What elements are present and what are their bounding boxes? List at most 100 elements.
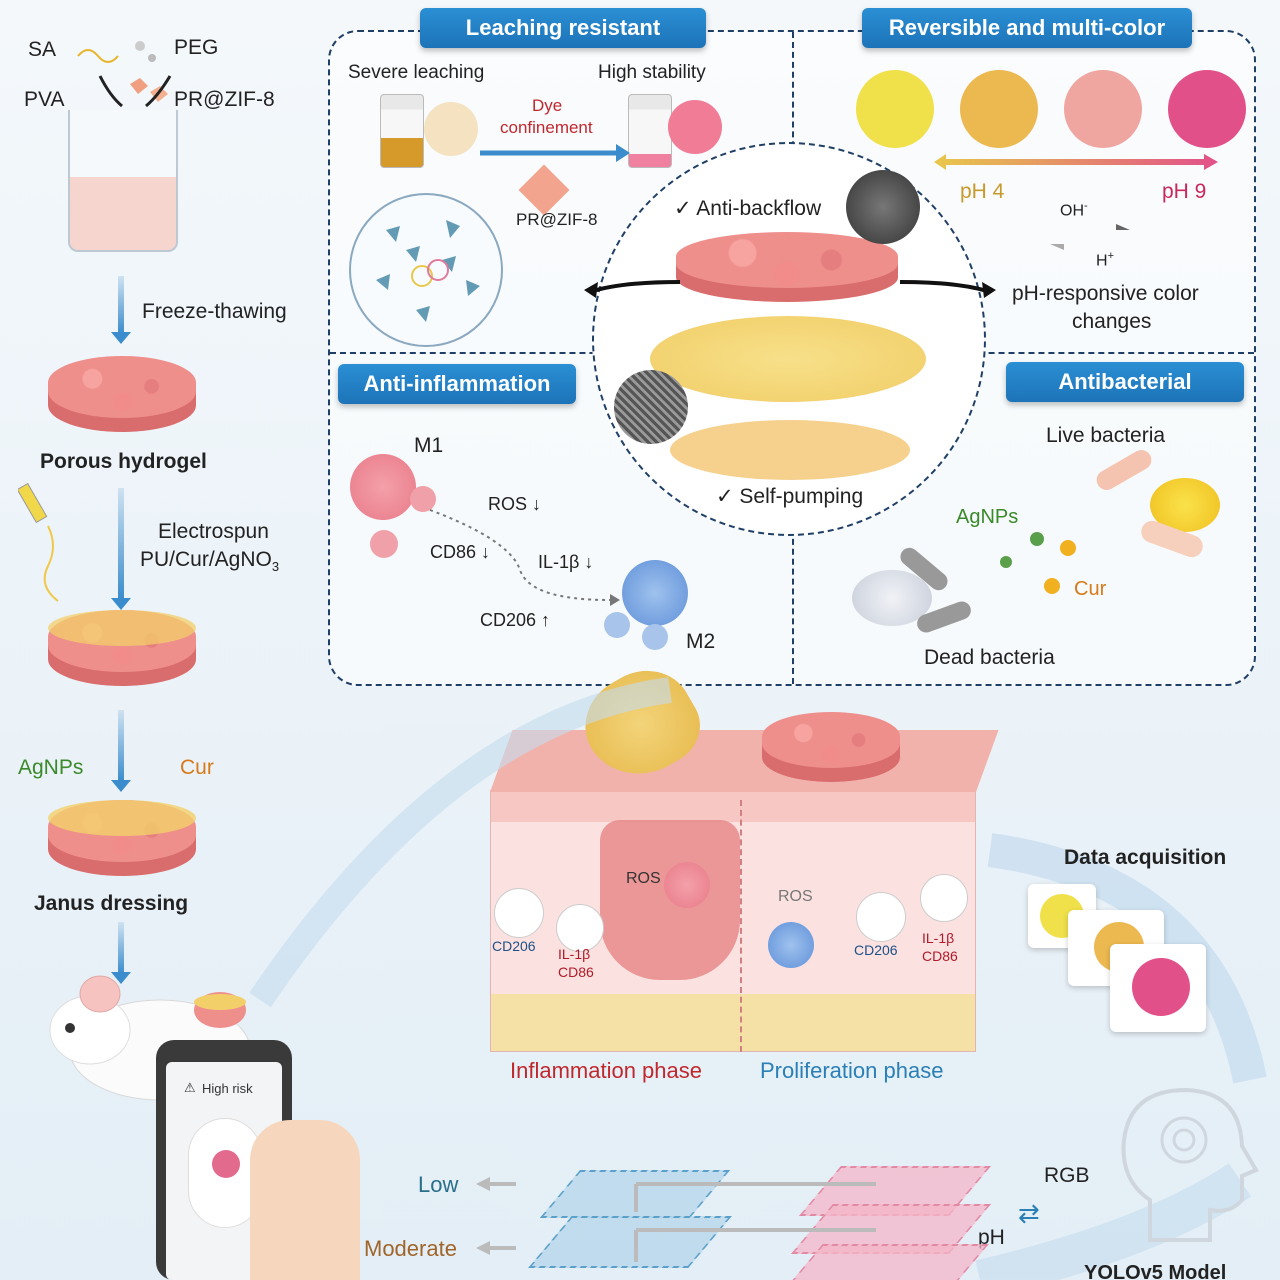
step-pu-cur-agno3: PU/Cur/AgNO3 (140, 548, 279, 574)
label-h: H+ (1096, 250, 1114, 270)
label-pr-zif8: PR@ZIF-8 (516, 210, 598, 229)
ingredient-particles (77, 41, 172, 108)
right-scale-pan-il1b (920, 874, 968, 922)
dotted-path-arrow-icon (429, 509, 620, 606)
label-cur-antibacterial: Cur (1074, 578, 1107, 600)
ph-gradient-arrow-icon (934, 154, 1218, 170)
label-dead-bacteria: Dead bacteria (924, 646, 1055, 669)
risk-level-moderate: Moderate (364, 1236, 457, 1261)
color-disc-ph8 (1064, 70, 1142, 148)
h-text: H (1096, 252, 1108, 270)
skin-left-cd86: CD86 (558, 964, 594, 980)
m2-small-cell-icon (604, 612, 630, 638)
cd86-text: CD86 (430, 542, 477, 562)
ingredient-pva: PVA (24, 88, 65, 111)
left-scale-pan-cd206 (494, 888, 544, 938)
center-fiber-layer (650, 316, 926, 402)
m2-small-cell-icon (642, 624, 668, 650)
ingredient-sa: SA (28, 38, 57, 61)
cycle-arrows-icon: ⇄ (1018, 1198, 1040, 1228)
label-ph-responsive: pH-responsive color (1012, 282, 1199, 305)
step-subscript: 3 (271, 559, 280, 575)
arrow-right-icon (480, 144, 630, 162)
skin-label-ros-left: ROS (626, 870, 661, 887)
label-agnps-antibacterial: AgNPs (956, 506, 1019, 528)
m1-small-cell-icon (370, 530, 398, 558)
arrow-down-icon (111, 922, 131, 984)
agnp-particle-icon (1030, 532, 1044, 546)
label-il1b-down: IL-1β ↓ (538, 552, 594, 572)
arrow-down-icon (111, 710, 131, 792)
release-agnps: AgNPs (18, 756, 84, 779)
label-changes: changes (1072, 310, 1152, 333)
fiber-layer (48, 800, 196, 836)
center-hydrogel-layer (676, 232, 898, 302)
cur-particle-icon (1060, 540, 1076, 556)
label-live-bacteria: Live bacteria (1046, 424, 1166, 447)
phone-warning-text: High risk (202, 1081, 253, 1096)
phone-dressing-spot (212, 1150, 240, 1178)
label-dye: Dye (532, 96, 563, 115)
label-m2: M2 (686, 630, 716, 653)
porous-hydrogel-image (48, 356, 196, 432)
color-disc-ph9 (1168, 70, 1246, 148)
skin-left-cd206: CD206 (492, 938, 536, 954)
skin-m1-macrophage-icon (664, 862, 710, 908)
panel-title-antibacterial: Antibacterial (1006, 362, 1244, 402)
sem-image-fiber (614, 370, 688, 444)
label-yolov5-model: YOLOv5 Model (1084, 1262, 1227, 1280)
ai-head-icon (1121, 1087, 1259, 1242)
vial-stable (628, 94, 672, 168)
skin-right-cd86: CD86 (922, 948, 958, 964)
cur-particle-icon (1044, 578, 1060, 594)
panel-title-inflammation: Anti-inflammation (338, 364, 576, 404)
label-confinement: confinement (500, 118, 593, 137)
label-anti-backflow: ✓ Anti-backflow (674, 197, 822, 220)
zif8-structure-icon (349, 193, 503, 347)
stage-porous-hydrogel: Porous hydrogel (40, 450, 207, 473)
step-pu-cur-agno-text: PU/Cur/AgNO (140, 548, 272, 571)
panel-title-leaching: Leaching resistant (420, 8, 706, 48)
m1-small-cell-icon (410, 486, 436, 512)
label-cd86-down: CD86 ↓ (430, 542, 491, 562)
release-cur: Cur (180, 756, 214, 779)
dressing-hydrogel-on-skin (762, 712, 900, 782)
left-scale-pan-il1b (556, 904, 604, 952)
color-disc-ph6 (960, 70, 1038, 148)
agnp-particle-icon (1000, 556, 1012, 568)
il1b-text: IL-1β (538, 552, 580, 572)
sample-disc-leaching (424, 102, 478, 156)
step-electrospun: Electrospun (158, 520, 269, 543)
ros-text: ROS (488, 494, 528, 514)
equilibrium-arrows-icon (1050, 224, 1130, 250)
label-oh: OH- (1060, 200, 1088, 220)
curved-arrows-icon (584, 280, 996, 298)
oh-text: OH (1060, 202, 1084, 220)
skin-left-il1b: IL-1β (558, 946, 591, 962)
stage-janus-dressing: Janus dressing (34, 892, 189, 915)
oh-superscript: - (1084, 200, 1088, 212)
m1-macrophage-icon (350, 454, 416, 520)
sem-image-porous (846, 170, 920, 244)
m2-macrophage-icon (622, 560, 688, 626)
label-high-stability: High stability (598, 62, 706, 83)
fiber-layer (48, 610, 196, 646)
skin-right-il1b: IL-1β (922, 930, 955, 946)
label-self-pumping: ✓ Self-pumping (716, 485, 864, 508)
vial-leaching (380, 94, 424, 168)
hand-illustration (250, 1120, 360, 1280)
sample-photo-pink (1132, 958, 1190, 1016)
label-data-acquisition: Data acquisition (1064, 846, 1227, 869)
label-m1: M1 (414, 434, 444, 457)
label-ph-ml: pH (978, 1226, 1005, 1249)
workflow-curve-icon (250, 677, 1267, 1280)
arrow-down-icon (111, 276, 131, 344)
label-proliferation-phase: Proliferation phase (760, 1058, 944, 1083)
label-ros-down: ROS ↓ (488, 494, 542, 514)
ingredient-peg: PEG (174, 36, 219, 59)
skin-right-cd206: CD206 (854, 942, 898, 958)
arrow-down-icon (111, 488, 131, 610)
label-rgb: RGB (1044, 1164, 1090, 1187)
panel-title-color: Reversible and multi-color (862, 8, 1192, 48)
center-wound-exudate (670, 420, 910, 480)
